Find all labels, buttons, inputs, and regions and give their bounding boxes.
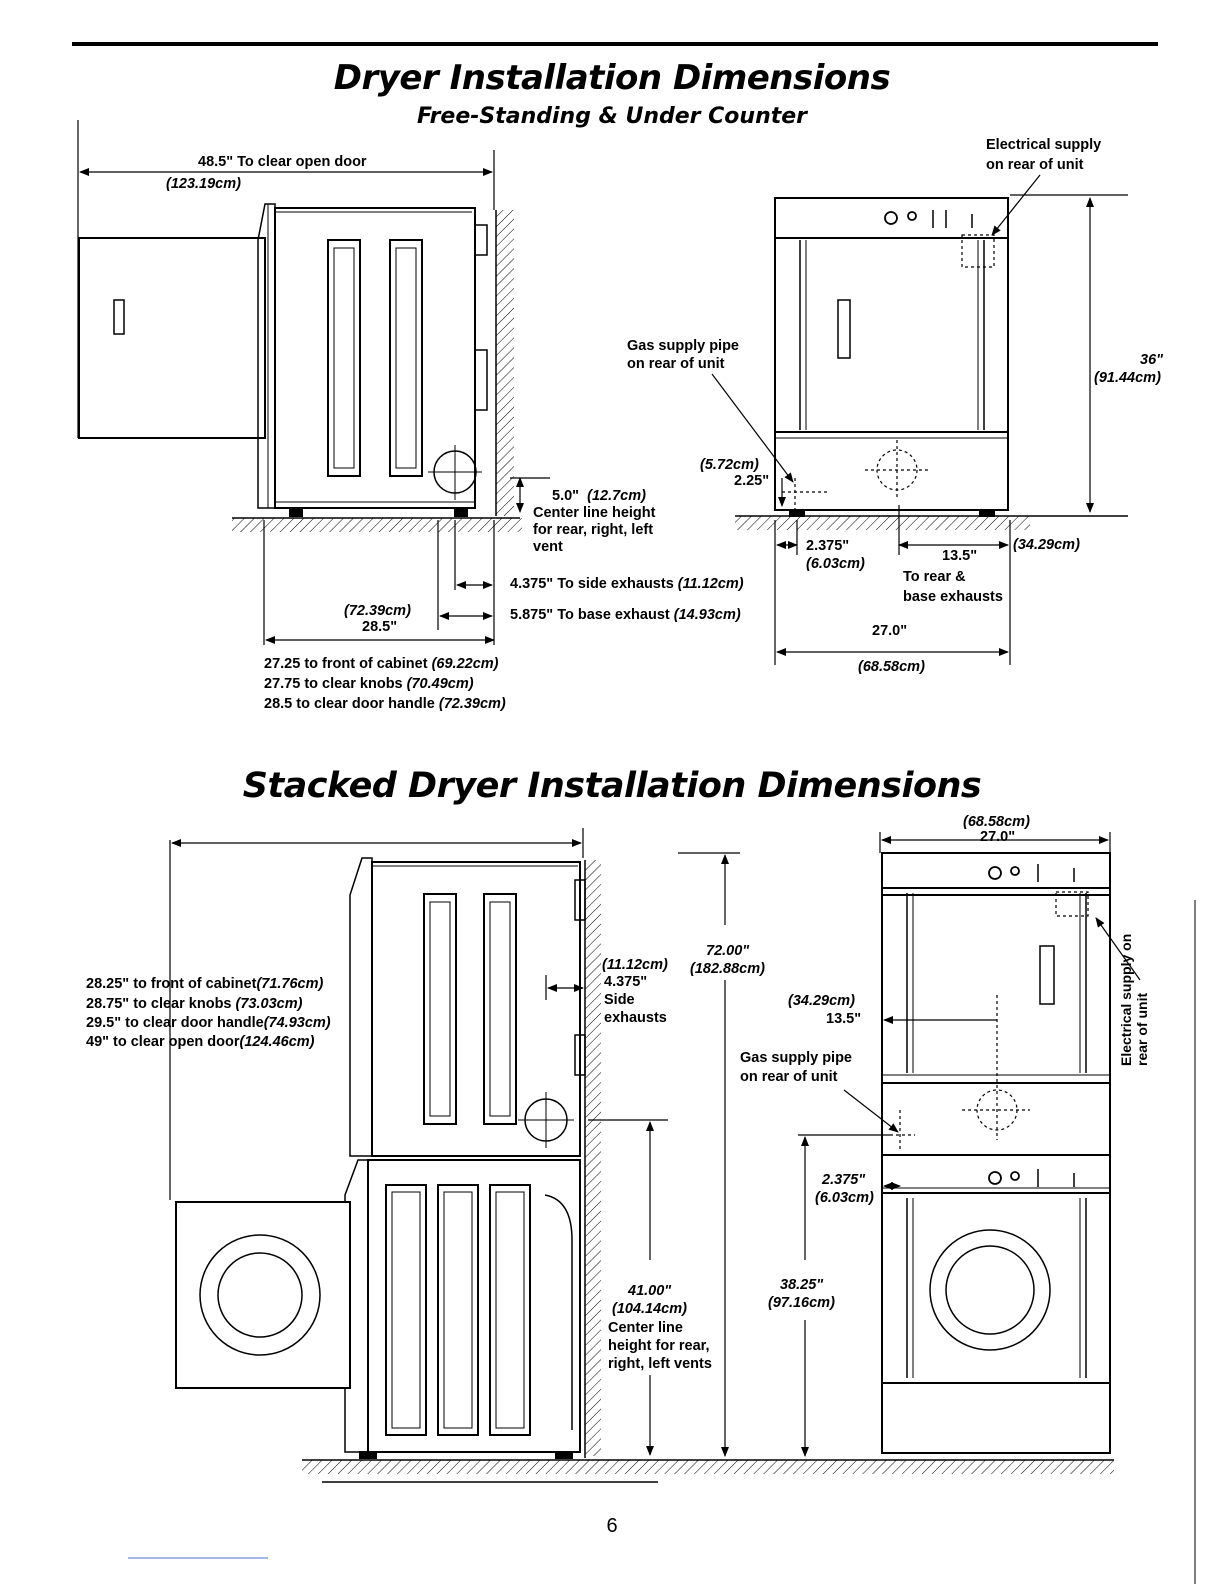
depth-dimension: 28.5" bbox=[362, 619, 398, 635]
gas-supply-label-1: Gas supply pipe bbox=[627, 338, 739, 354]
rear-exhaust-cm: (34.29cm) bbox=[1013, 537, 1080, 553]
open-door-dimension: 48.5" To clear open door bbox=[198, 154, 367, 170]
wall-hatch-3 bbox=[585, 860, 601, 1456]
stacked-gas-offset-cm: (6.03cm) bbox=[815, 1190, 874, 1206]
depth-note-front: 27.25 to front of cabinet (69.22cm) bbox=[264, 656, 499, 672]
stacked-width: 27.0" bbox=[980, 829, 1016, 845]
vent-desc-2: height for rear, bbox=[608, 1338, 710, 1354]
side-view-dryer bbox=[78, 203, 488, 517]
stacked-rear-exhaust: 13.5" bbox=[826, 1011, 862, 1027]
electrical-supply-label-1: Electrical supply bbox=[986, 137, 1102, 153]
base-exhaust-dimension: 5.875" To base exhaust (14.93cm) bbox=[510, 607, 741, 623]
depth-note-handle: 28.5 to clear door handle (72.39cm) bbox=[264, 696, 506, 712]
stacked-side-exhaust-desc-1: Side bbox=[604, 992, 635, 1008]
stacked-note-knobs: 28.75" to clear knobs (73.03cm) bbox=[86, 996, 303, 1012]
vent-desc-1: Center line bbox=[608, 1320, 683, 1336]
gas-height-cm: (5.72cm) bbox=[700, 457, 759, 473]
depth-note-knobs: 27.75 to clear knobs (70.49cm) bbox=[264, 676, 474, 692]
stacked-front-view bbox=[881, 852, 1111, 1454]
electrical-supply-label-2: on rear of unit bbox=[986, 157, 1084, 173]
front-view-dryer bbox=[774, 197, 1009, 517]
vent-height: 41.00" bbox=[628, 1283, 672, 1299]
height-dimension-cm: (91.44cm) bbox=[1094, 370, 1161, 386]
width-dimension-cm: (68.58cm) bbox=[858, 659, 925, 675]
stacked-note-open-door: 49" to clear open door(124.46cm) bbox=[86, 1034, 315, 1050]
stacked-side-view bbox=[175, 857, 586, 1459]
stacked-width-cm: (68.58cm) bbox=[963, 814, 1030, 830]
depth-dimension-cm: (72.39cm) bbox=[344, 603, 411, 619]
section1-title: Dryer Installation Dimensions bbox=[333, 58, 891, 98]
stacked-gas-label-2: on rear of unit bbox=[740, 1069, 838, 1085]
wall-hatch-1 bbox=[496, 210, 514, 516]
stacked-gas-offset: 2.375" bbox=[822, 1172, 866, 1188]
centerline-desc-2: for rear, right, left bbox=[533, 522, 654, 538]
rear-exhaust-desc-1: To rear & bbox=[903, 569, 966, 585]
height-dimension: 36" bbox=[1140, 352, 1164, 368]
stacked-gas-label-1: Gas supply pipe bbox=[740, 1050, 852, 1066]
vent-height-cm: (104.14cm) bbox=[612, 1301, 687, 1317]
stacked-electrical-supply: Electrical supply on rear of unit bbox=[1118, 933, 1150, 1066]
floor-hatch-3 bbox=[302, 1460, 1114, 1474]
gas-offset: 2.375" bbox=[806, 538, 850, 554]
gas-offset-cm: (6.03cm) bbox=[806, 556, 865, 572]
gas-supply-label-2: on rear of unit bbox=[627, 356, 725, 372]
open-door-dimension-cm: (123.19cm) bbox=[166, 176, 241, 192]
section2-title: Stacked Dryer Installation Dimensions bbox=[242, 766, 982, 806]
stacked-side-exhaust-cm: (11.12cm) bbox=[602, 957, 668, 973]
width-dimension: 27.0" bbox=[872, 623, 908, 639]
gas-height: 2.25" bbox=[734, 473, 770, 489]
stacked-gas-height-cm: (97.16cm) bbox=[768, 1295, 835, 1311]
centerline-dimension: 5.0" (12.7cm) bbox=[552, 488, 646, 504]
stacked-note-handle: 29.5" to clear door handle(74.93cm) bbox=[86, 1015, 331, 1031]
stacked-rear-exhaust-cm: (34.29cm) bbox=[788, 993, 855, 1009]
rear-exhaust-dimension: 13.5" bbox=[942, 548, 978, 564]
page-number: 6 bbox=[606, 1515, 618, 1537]
floor-hatch-2 bbox=[735, 516, 1030, 530]
centerline-desc-1: Center line height bbox=[533, 505, 656, 521]
stacked-side-exhaust-desc-2: exhausts bbox=[604, 1010, 667, 1026]
rear-exhaust-desc-2: base exhausts bbox=[903, 589, 1003, 605]
vent-desc-3: right, left vents bbox=[608, 1356, 712, 1372]
stacked-gas-height: 38.25" bbox=[780, 1277, 824, 1293]
stacked-note-front: 28.25" to front of cabinet(71.76cm) bbox=[86, 976, 324, 992]
stacked-side-exhaust: 4.375" bbox=[604, 974, 648, 990]
centerline-desc-3: vent bbox=[533, 539, 563, 555]
section1-subtitle: Free-Standing & Under Counter bbox=[416, 104, 808, 129]
side-exhaust-dimension: 4.375" To side exhausts (11.12cm) bbox=[510, 576, 744, 592]
total-height-cm: (182.88cm) bbox=[690, 961, 765, 977]
total-height: 72.00" bbox=[706, 943, 750, 959]
floor-hatch-1 bbox=[232, 518, 522, 532]
